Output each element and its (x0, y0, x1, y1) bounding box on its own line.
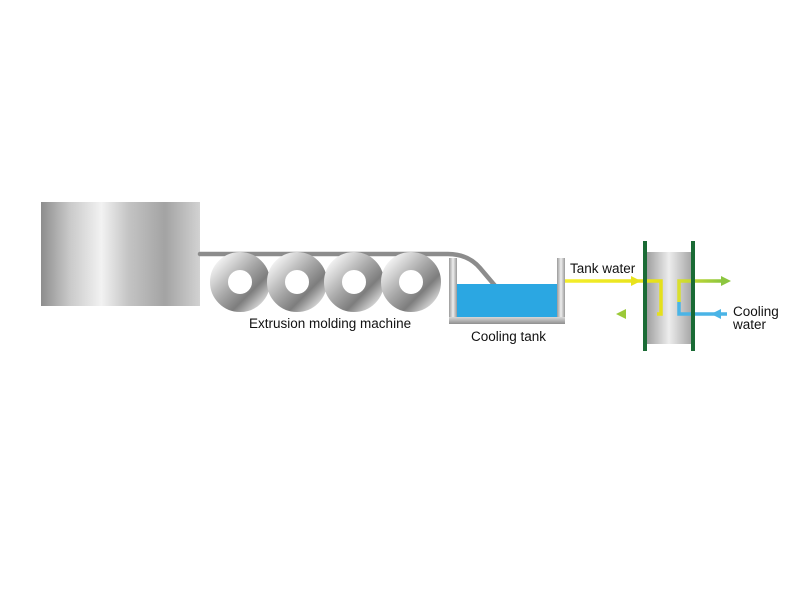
heat-exchanger-body (646, 252, 692, 344)
exchanger-frame-right (691, 241, 695, 351)
extruder-label: Extrusion molding machine (249, 316, 411, 331)
tank-water-arrow-icon (631, 276, 641, 286)
roller-group (210, 252, 441, 312)
roller-icon (381, 252, 441, 312)
extruded-product-line (197, 251, 505, 297)
tank-water-line (565, 279, 663, 316)
extruder-body (41, 202, 200, 306)
tank-right-wall (557, 258, 565, 323)
tank-floor (449, 317, 565, 324)
tank-water-label: Tank water (570, 261, 636, 276)
cooling-water-label-line2: water (732, 317, 767, 332)
cooling-tank (449, 258, 565, 324)
cooling-tank-label: Cooling tank (471, 329, 546, 344)
cooling-outlet-line (677, 279, 722, 302)
return-water-arrow-icon (616, 309, 626, 319)
roller-icon (324, 252, 384, 312)
tank-water (457, 284, 557, 317)
cooling-outlet-arrow-icon (721, 276, 731, 286)
cooling-water-label-line1: Cooling (733, 304, 779, 319)
exchanger-frame-left (643, 241, 647, 351)
roller-icon (210, 252, 270, 312)
roller-icon (267, 252, 327, 312)
cooling-water-arrow-icon (711, 309, 721, 319)
tank-left-wall (449, 258, 457, 323)
